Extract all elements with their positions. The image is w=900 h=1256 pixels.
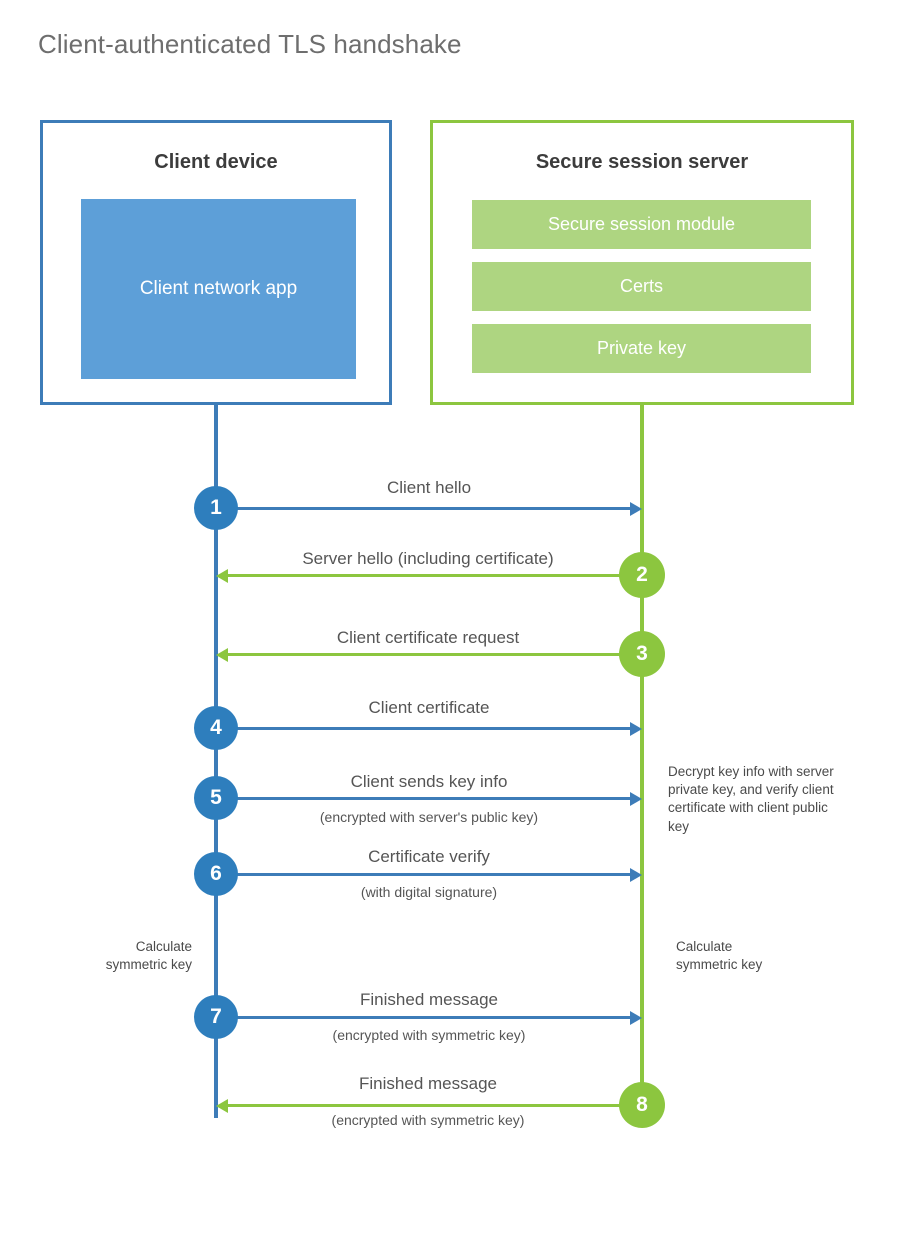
secure-session-server-box: Secure session server Secure session mod…	[430, 120, 854, 405]
server-component-private-key: Private key	[472, 324, 811, 373]
step-8-label: Finished message	[359, 1074, 497, 1093]
step-1-arrow-head-icon	[630, 501, 642, 516]
step-2-arrow-head-icon	[216, 568, 228, 583]
step-6-arrow-head-icon	[630, 867, 642, 882]
secure-session-server-title: Secure session server	[535, 151, 749, 173]
step-3-label: Client certificate request	[336, 628, 520, 647]
client-device-title: Client device	[154, 151, 278, 173]
step-2-label: Server hello (including certificate)	[302, 549, 554, 568]
step-8-arrow-line	[228, 1104, 642, 1107]
step-4-arrow-head-icon	[630, 721, 642, 736]
step-7-sublabel: (encrypted with symmetric key)	[332, 1027, 526, 1043]
step-6-sublabel: (with digital signature)	[360, 884, 498, 900]
client-device-box: Client device Client network app	[40, 120, 392, 405]
step-4-label: Client certificate	[368, 698, 490, 717]
step-1-label: Client hello	[386, 478, 472, 497]
server-component-secure-session-module: Secure session module	[472, 200, 811, 249]
server-component-certs: Certs	[472, 262, 811, 311]
step-5-arrow-line	[216, 797, 630, 800]
step-1-marker[interactable]: 1	[194, 486, 238, 530]
step-6-marker[interactable]: 6	[194, 852, 238, 896]
step-6-label: Certificate verify	[368, 847, 490, 866]
step-3-marker[interactable]: 3	[619, 631, 665, 677]
server-calculate-line-2: symmetric key	[676, 957, 763, 973]
step-1-arrow-line	[216, 507, 630, 510]
server-calculate-symmetric-key-note: Calculate symmetric key	[676, 938, 836, 974]
step-3-arrow-head-icon	[216, 647, 228, 662]
step-7-arrow-head-icon	[630, 1010, 642, 1025]
server-lifeline	[640, 405, 644, 1105]
client-calculate-line-1: Calculate	[135, 939, 192, 954]
step-7-marker[interactable]: 7	[194, 995, 238, 1039]
step-2-marker[interactable]: 2	[619, 552, 665, 598]
step-7-arrow-line	[216, 1016, 630, 1019]
step-5-sublabel: (encrypted with server's public key)	[319, 809, 539, 825]
step-8-arrow-head-icon	[216, 1098, 228, 1113]
step-8-marker[interactable]: 8	[619, 1082, 665, 1128]
step-3-arrow-line	[228, 653, 642, 656]
client-calculate-line-2: symmetric key	[105, 957, 192, 973]
step-4-arrow-line	[216, 727, 630, 730]
step-5-arrow-head-icon	[630, 791, 642, 806]
server-calculate-line-1: Calculate	[676, 939, 733, 954]
step-2-arrow-line	[228, 574, 642, 577]
step-6-arrow-line	[216, 873, 630, 876]
step-5-label: Client sends key info	[350, 772, 508, 791]
client-calculate-symmetric-key-note: Calculate symmetric key	[46, 938, 192, 974]
step-8-sublabel: (encrypted with symmetric key)	[331, 1112, 525, 1128]
step-5-marker[interactable]: 5	[194, 776, 238, 820]
step-4-marker[interactable]: 4	[194, 706, 238, 750]
step-7-label: Finished message	[360, 990, 498, 1009]
client-lifeline	[214, 405, 218, 1118]
client-network-app-block: Client network app	[81, 199, 356, 379]
page-title: Client-authenticated TLS handshake	[38, 29, 462, 59]
server-decrypt-note: Decrypt key info with server private key…	[668, 764, 834, 834]
